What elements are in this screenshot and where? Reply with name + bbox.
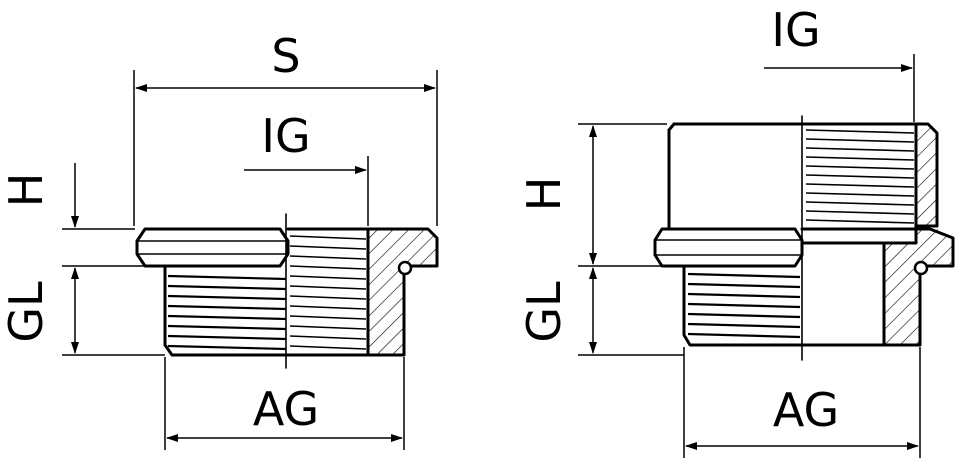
- thread-line: [805, 165, 915, 170]
- left-oring: [397, 260, 413, 276]
- thread-line: [289, 285, 367, 290]
- thread-line: [289, 235, 367, 240]
- right-hex-flange: [653, 227, 804, 268]
- thread-line: [805, 192, 915, 197]
- right-oring: [913, 260, 929, 276]
- label-ig-right: IG: [771, 3, 820, 57]
- thread-line: [805, 219, 915, 224]
- thread-line: [167, 294, 287, 301]
- thread-line: [687, 312, 801, 319]
- thread-line: [289, 245, 367, 250]
- left-male-thread-outline: [163, 264, 290, 357]
- left-internal-thread-lines: [289, 235, 367, 350]
- right-thread-lines: [687, 272, 801, 339]
- thread-line: [289, 305, 367, 310]
- thread-line: [805, 183, 915, 188]
- thread-line: [289, 265, 367, 270]
- right-hatch-wall: [884, 124, 953, 345]
- thread-line: [167, 314, 287, 321]
- label-ag-right: AG: [773, 383, 839, 437]
- thread-line: [687, 272, 801, 279]
- thread-line: [687, 322, 801, 329]
- thread-line: [167, 284, 287, 291]
- thread-line: [289, 315, 367, 320]
- left-dimensions: S IG H GL AG: [0, 29, 438, 450]
- left-fitting: [135, 213, 439, 369]
- thread-line: [687, 332, 801, 339]
- left-hatch-wall: [368, 229, 437, 355]
- thread-line: [167, 274, 287, 281]
- thread-line: [687, 302, 801, 309]
- label-s: S: [271, 29, 300, 83]
- label-h-right: H: [517, 177, 571, 212]
- thread-line: [289, 345, 367, 350]
- thread-line: [167, 324, 287, 331]
- thread-line: [167, 334, 287, 341]
- thread-line: [805, 129, 915, 134]
- right-dimensions: IG H GL AG: [517, 3, 921, 458]
- label-h-left: H: [0, 173, 53, 208]
- thread-line: [289, 275, 367, 280]
- thread-line: [687, 282, 801, 289]
- right-upper-body: [672, 122, 939, 228]
- thread-line: [289, 335, 367, 340]
- thread-line: [805, 210, 915, 215]
- thread-line: [289, 325, 367, 330]
- thread-line: [167, 344, 287, 351]
- thread-line: [687, 292, 801, 299]
- left-hex-flange: [135, 227, 290, 268]
- left-thread-lines: [167, 274, 287, 351]
- right-male-thread-outline: [682, 264, 804, 347]
- thread-line: [805, 147, 915, 152]
- thread-line: [805, 138, 915, 143]
- right-fitting: [653, 115, 955, 361]
- label-gl-left: GL: [0, 281, 53, 343]
- right-internal-thread-lines: [805, 129, 915, 224]
- thread-line: [805, 201, 915, 206]
- label-ig-left: IG: [261, 109, 310, 163]
- label-ag-left: AG: [253, 382, 319, 436]
- thread-line: [805, 156, 915, 161]
- thread-line: [805, 174, 915, 179]
- thread-line: [289, 295, 367, 300]
- thread-line: [167, 304, 287, 311]
- label-gl-right: GL: [517, 281, 571, 343]
- thread-line: [289, 255, 367, 260]
